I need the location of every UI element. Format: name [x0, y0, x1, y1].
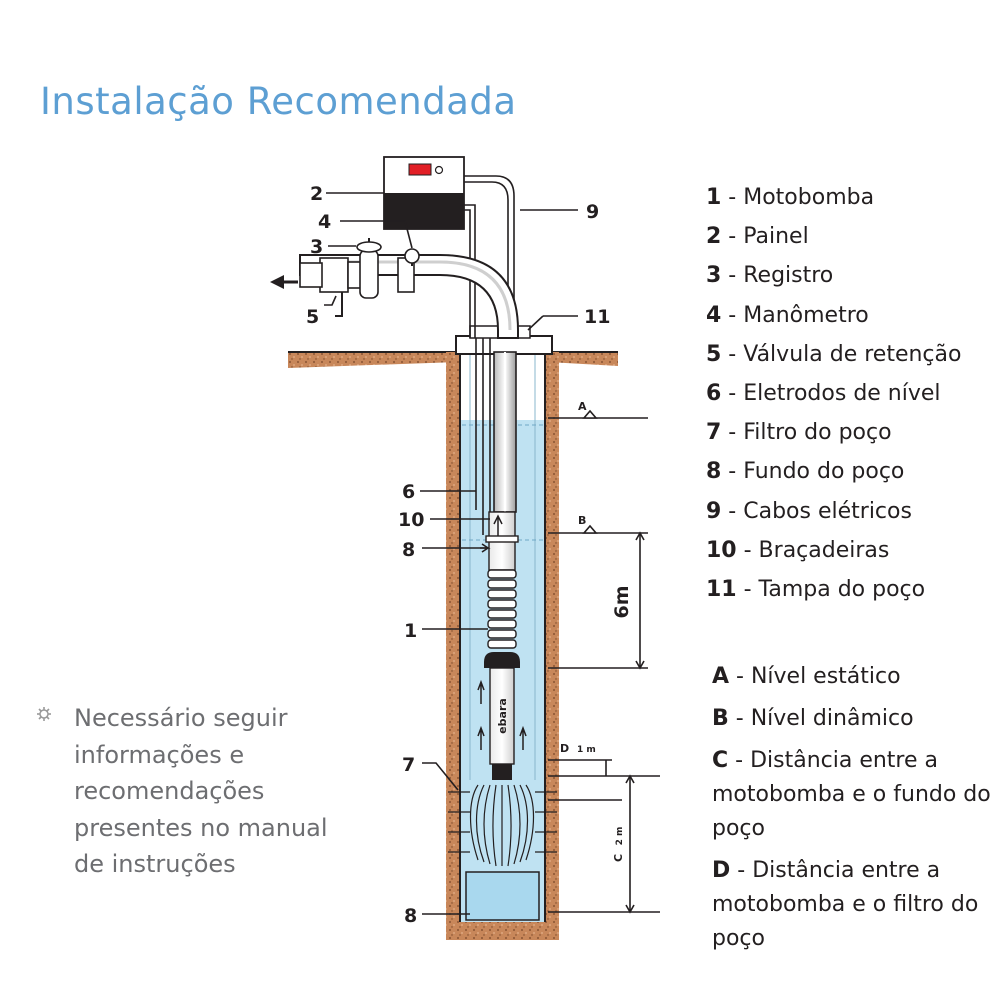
legend-item: 1 - Motobomba [706, 185, 875, 210]
level-legend-item: A - Nível estático [712, 664, 901, 689]
legend-item: 9 - Cabos elétricos [706, 498, 912, 524]
legend-item: 5 - Válvula de retenção [706, 341, 962, 367]
dimension-1m: 1 m [577, 745, 596, 755]
level-legend: A - Nível estático B - Nível dinâmico C … [712, 660, 992, 964]
legend-item: 3 - Registro [706, 263, 834, 289]
submersible-pump: ebara [477, 511, 527, 780]
dimension-6m: 6m [611, 585, 633, 618]
level-b-marker: B [578, 514, 586, 527]
callout-10: 10 [398, 509, 424, 531]
legend-item: 11 - Tampa do poço [706, 577, 926, 603]
callout-4: 4 [318, 211, 331, 233]
manual-note: Necessário seguir informações e recomend… [36, 700, 356, 883]
callout-2: 2 [310, 183, 323, 205]
dimension-2m: 2 m [615, 827, 625, 846]
dimension-c-letter: C [612, 854, 625, 862]
callout-7: 7 [402, 754, 415, 776]
callout-9: 9 [586, 201, 599, 223]
level-legend-item: D - Distância entre a motobomba e o filt… [712, 858, 979, 951]
callout-6: 6 [402, 481, 415, 503]
legend-item: 7 - Filtro do poço [706, 420, 892, 446]
legend-item: 4 - Manômetro [706, 302, 869, 328]
electric-cables [460, 175, 515, 535]
level-legend-item: C - Distância entre a motobomba e o fund… [712, 748, 991, 841]
level-a-marker: A [578, 400, 587, 413]
legend-item: 10 - Braçadeiras [706, 537, 890, 563]
manual-note-text: Necessário seguir informações e recomend… [74, 704, 328, 878]
callout-8-bottom: 8 [404, 905, 417, 927]
legend-item: 8 - Fundo do poço [706, 459, 905, 485]
legend-item: 6 - Eletrodos de nível [706, 381, 941, 407]
pump-brand: ebara [496, 698, 509, 734]
well-filter [448, 784, 557, 867]
callout-5: 5 [306, 306, 319, 328]
page-title: Instalação Recomendada [40, 80, 517, 123]
gear-icon [37, 707, 51, 721]
callout-8-top: 8 [402, 539, 415, 561]
fittings [270, 238, 420, 317]
level-markers [548, 409, 660, 914]
callout-11: 11 [584, 306, 610, 328]
callout-leaders [324, 192, 578, 915]
legend-item: 2 - Painel [706, 224, 809, 250]
callout-3: 3 [310, 236, 323, 258]
control-panel [383, 156, 465, 230]
dimension-d-letter: D [560, 742, 569, 755]
callout-1: 1 [404, 620, 417, 642]
component-legend: 1 - Motobomba 2 - Painel 3 - Registro 4 … [706, 178, 961, 609]
level-legend-item: B - Nível dinâmico [712, 706, 914, 731]
